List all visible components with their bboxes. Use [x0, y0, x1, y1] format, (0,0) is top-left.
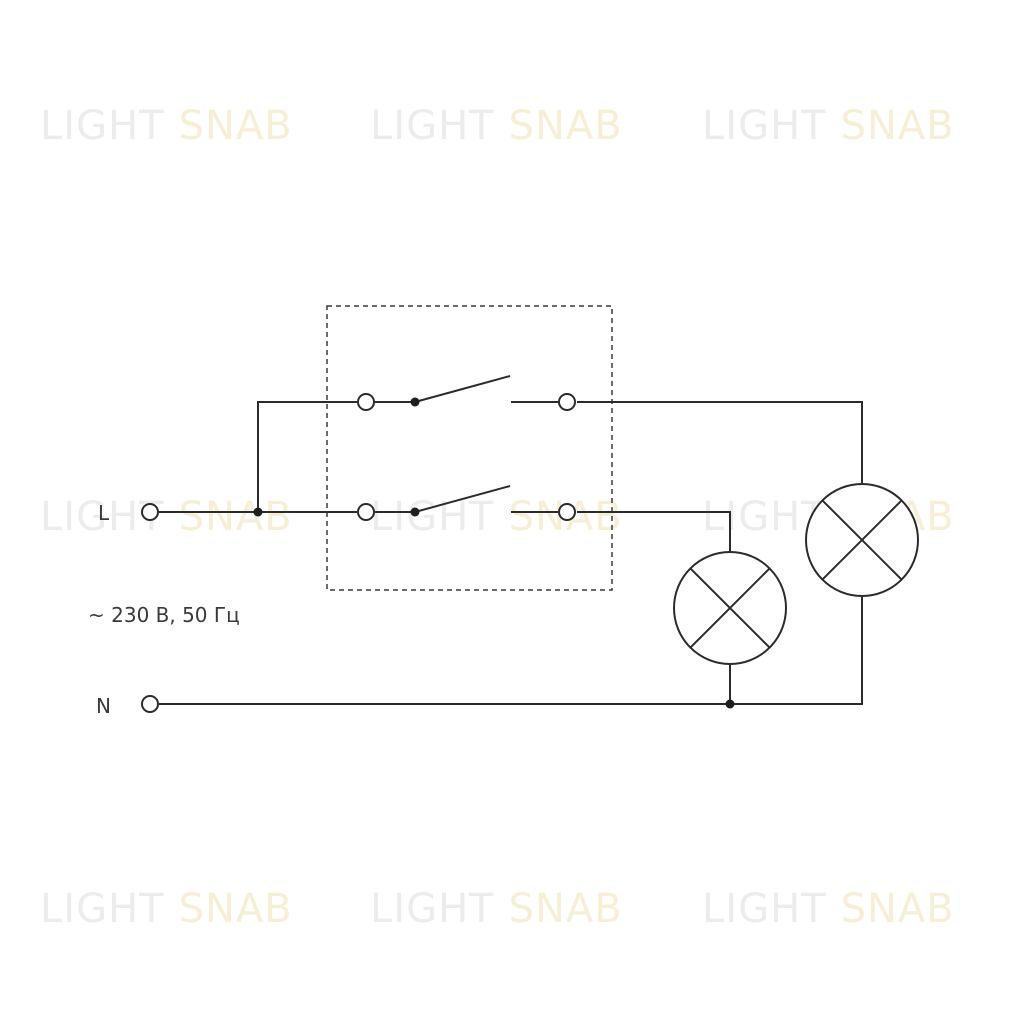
line-label: L	[98, 501, 110, 525]
neutral-label: N	[96, 694, 111, 718]
switch-2-input-terminal	[357, 503, 375, 521]
neutral-junction-node	[725, 699, 735, 709]
line-junction-node	[253, 507, 263, 517]
neutral-terminal	[141, 695, 159, 713]
switch-housing	[326, 305, 613, 591]
supply-label: ~ 230 В, 50 Гц	[88, 603, 240, 627]
switch-1-input-terminal	[357, 393, 375, 411]
lamp-2-feed-wire	[577, 401, 863, 484]
switch-2-output-terminal	[558, 503, 576, 521]
wires	[159, 375, 863, 705]
switch-1-pivot-node	[410, 397, 420, 407]
line-riser-wire	[257, 401, 357, 512]
switch-1-output-terminal	[558, 393, 576, 411]
line-terminal	[141, 503, 159, 521]
lamp-1-icon	[673, 551, 787, 665]
switch-2-contact	[414, 485, 511, 513]
lamp-1-feed-wire	[577, 511, 731, 552]
neutral-wire	[159, 596, 863, 705]
switch-1-contact	[414, 375, 511, 403]
switch-2-pivot-node	[410, 507, 420, 517]
lamp-2-icon	[805, 483, 919, 597]
